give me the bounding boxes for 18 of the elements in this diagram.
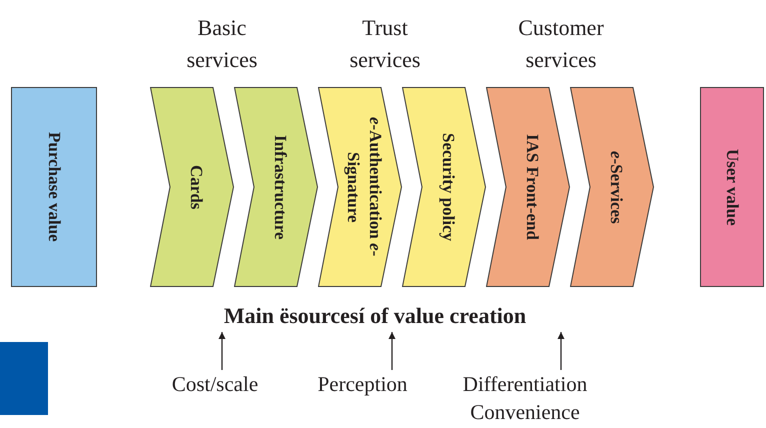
source-label: Cost/scale (172, 371, 258, 398)
source-label: Differentiation Convenience (462, 371, 588, 426)
heading-text: Main ësourcesí of value creation (224, 302, 526, 330)
group-heading: Customer services (517, 14, 605, 74)
arrow (218, 332, 226, 370)
step-label: e-Services (606, 150, 627, 224)
step-label: Cards (186, 164, 207, 210)
arrow (558, 332, 564, 370)
group-heading: Basic services (186, 14, 258, 74)
step-label: IAS Front-end (522, 134, 543, 240)
step-label: User value (722, 148, 743, 226)
group-heading: Trust services (348, 14, 422, 74)
arrow (388, 332, 396, 370)
step-label: e-Authentication e-Signature (343, 116, 386, 259)
step-label: Security policy (438, 132, 459, 242)
step-label: Purchase value (44, 132, 65, 242)
source-label: Perception (318, 371, 408, 398)
step-label: Infrastructure (270, 134, 291, 240)
